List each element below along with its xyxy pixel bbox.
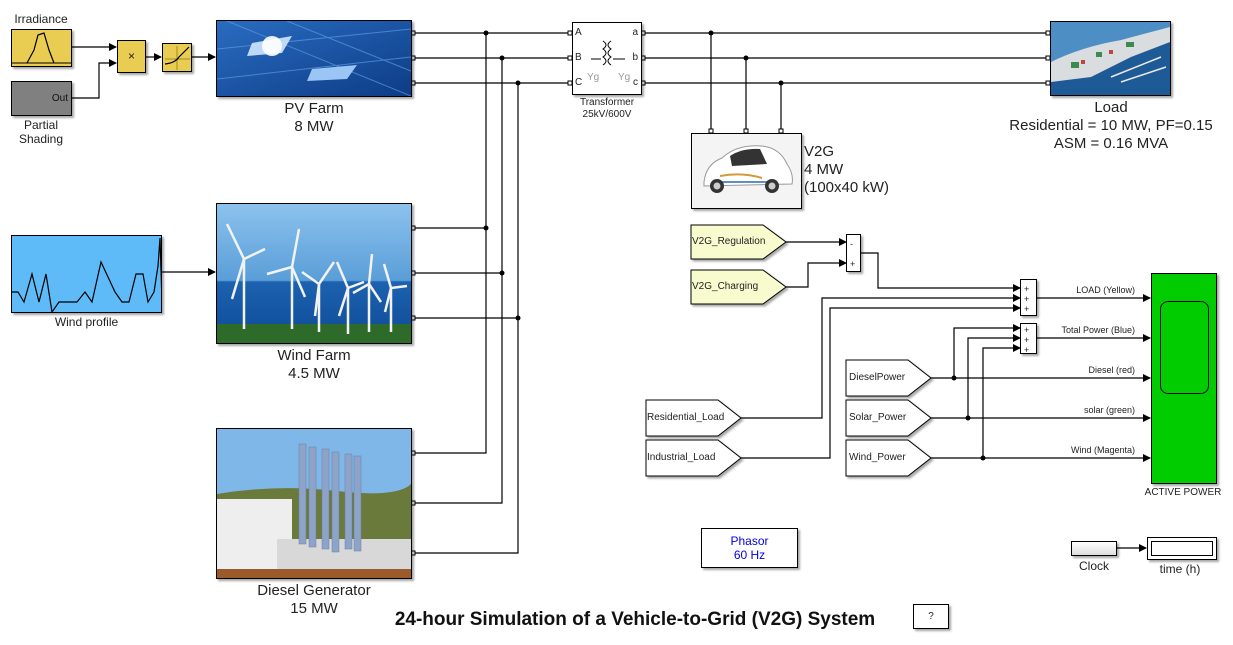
signal-label-load: LOAD (Yellow) bbox=[1076, 285, 1135, 295]
from-residential-load[interactable]: Residential_Load bbox=[645, 399, 742, 437]
clock-block[interactable] bbox=[1071, 541, 1117, 556]
wire-shading bbox=[72, 59, 117, 99]
from-v2g-charging[interactable]: V2G_Charging bbox=[690, 269, 787, 305]
signal-label-diesel: Diesel (red) bbox=[1088, 365, 1135, 375]
product-block[interactable]: × bbox=[117, 40, 146, 73]
load-block[interactable] bbox=[1050, 21, 1171, 96]
pv-farm-block[interactable] bbox=[216, 20, 412, 97]
electric-car-image bbox=[703, 145, 793, 193]
time-display-block[interactable] bbox=[1147, 537, 1217, 560]
diesel-generator-label: Diesel Generator 15 MW bbox=[257, 582, 371, 617]
out-port-label: Out bbox=[51, 93, 68, 104]
signal-label-total: Total Power (Blue) bbox=[1061, 325, 1135, 335]
sum-load-block[interactable]: + + + bbox=[1020, 279, 1037, 316]
wind-profile-waveform bbox=[12, 237, 161, 312]
from-industrial-load[interactable]: Industrial_Load bbox=[645, 439, 742, 477]
clock-label: Clock bbox=[1078, 559, 1109, 573]
from-solar-power[interactable]: Solar_Power bbox=[845, 399, 932, 437]
sum-v2g-block[interactable]: - + bbox=[846, 234, 861, 272]
partial-shading-label: Partial Shading bbox=[18, 118, 64, 147]
load-label: Load Residential = 10 MW, PF=0.15 ASM = … bbox=[1009, 99, 1213, 152]
wind-farm-label: Wind Farm 4.5 MW bbox=[277, 347, 351, 382]
page-title: 24-hour Simulation of a Vehicle-to-Grid … bbox=[394, 609, 876, 630]
sum-total-block[interactable]: + + + bbox=[1020, 323, 1037, 355]
v2g-block[interactable] bbox=[691, 133, 802, 209]
scope-screen-icon bbox=[1160, 301, 1209, 394]
lookup-curve-icon bbox=[164, 46, 190, 70]
powergui-block[interactable]: Phasor 60 Hz bbox=[701, 528, 798, 568]
signal-label-wind: Wind (Magenta) bbox=[1070, 445, 1135, 455]
diesel-generator-block[interactable] bbox=[216, 428, 412, 579]
signal-label-solar: solar (green) bbox=[1083, 405, 1135, 415]
irradiance-label: Irradiance bbox=[14, 12, 68, 26]
wind-turbines-image bbox=[217, 204, 411, 343]
irradiance-block[interactable] bbox=[11, 29, 72, 67]
solar-panel-image bbox=[217, 21, 411, 96]
bell-curve-icon bbox=[12, 32, 71, 64]
help-button[interactable]: ? bbox=[913, 604, 949, 629]
power-plant-image bbox=[217, 429, 411, 578]
transformer-coils-icon bbox=[591, 40, 625, 66]
active-power-scope[interactable] bbox=[1151, 273, 1217, 484]
transformer-label: Transformer 25kV/600V bbox=[579, 97, 635, 120]
wind-profile-block[interactable] bbox=[11, 235, 162, 313]
partial-shading-block[interactable]: Out bbox=[11, 81, 72, 116]
display-label: time (h) bbox=[1159, 562, 1201, 576]
wind-farm-block[interactable] bbox=[216, 203, 412, 344]
from-v2g-regulation[interactable]: V2G_Regulation bbox=[690, 224, 787, 260]
transformer-block[interactable]: A B C a b c Yg Yg bbox=[572, 22, 642, 95]
display-value-field bbox=[1151, 541, 1213, 556]
lookup-table-block[interactable] bbox=[162, 43, 192, 72]
from-diesel-power[interactable]: DieselPower bbox=[845, 359, 932, 397]
wind-profile-label: Wind profile bbox=[54, 315, 119, 329]
pv-farm-label: PV Farm 8 MW bbox=[284, 100, 344, 135]
from-wind-power[interactable]: Wind_Power bbox=[845, 439, 932, 477]
scope-label: ACTIVE POWER bbox=[1144, 487, 1222, 498]
town-aerial-image bbox=[1051, 22, 1170, 95]
v2g-label: V2G 4 MW (100x40 kW) bbox=[804, 143, 890, 196]
